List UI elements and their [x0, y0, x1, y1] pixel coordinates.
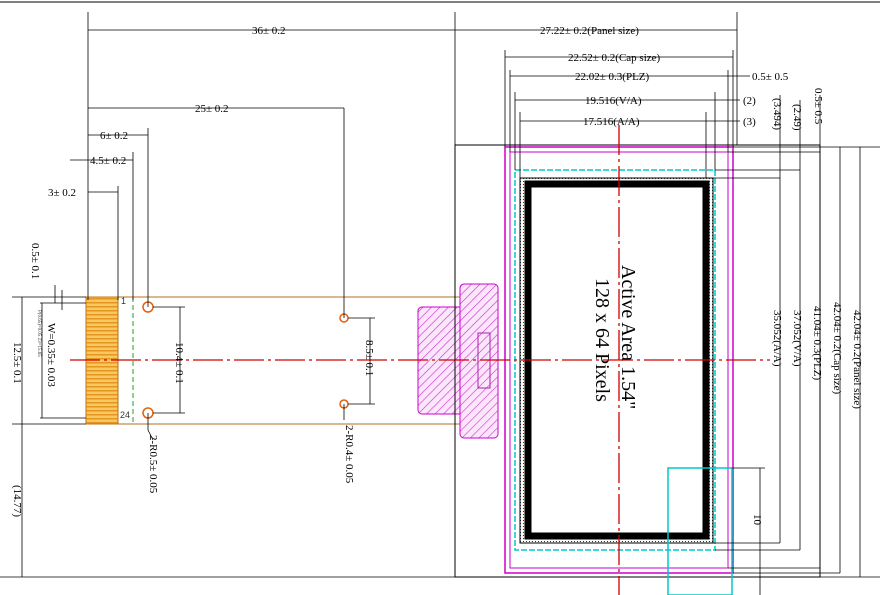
pin-first-label: 1 — [121, 296, 126, 306]
dim-cap-top: 0.5± 0.5 — [812, 88, 824, 125]
dim-tail-width: 12.5± 0.1 — [11, 342, 23, 384]
dim-cap-height: 42.04± 0.2(Cap size) — [831, 302, 843, 395]
dim-hole-6: 6± 0.2 — [100, 130, 128, 142]
dim-va-height: 37.052(V/A) — [791, 310, 803, 367]
dim-aa-note: (3) — [743, 116, 756, 128]
connector-hatch-right — [459, 283, 499, 439]
dim-bottom-10: 10 — [751, 514, 763, 526]
dim-edge-3: 3± 0.2 — [48, 187, 76, 199]
dim-bend-25: 25± 0.2 — [195, 103, 229, 115]
left-dimensions — [0, 285, 455, 578]
dim-tab-05: 0.5± 0.1 — [29, 243, 41, 279]
dim-pad-w: W=0.35± 0.03 — [45, 323, 57, 387]
dim-cap-width: 22.52± 0.2(Cap size) — [568, 52, 661, 64]
dim-panel-height: 42.04± 0.2(Panel size) — [851, 310, 863, 409]
display-module: Active Area 1.54" 128 x 64 Pixels — [454, 144, 821, 595]
dim-hole-spacing-a: 10.4± 0.1 — [173, 342, 185, 384]
dim-aa-width: 17.516(A/A) — [583, 116, 640, 128]
dim-va-width: 19.516(V/A) — [585, 95, 642, 107]
dim-hole-spacing-b: 8.5± 0.1 — [363, 340, 375, 376]
active-area-title: Active Area 1.54" — [617, 265, 639, 409]
top-dimensions — [70, 12, 750, 318]
dim-hole-r-a: 2-R0.5± 0.05 — [147, 435, 159, 494]
dim-plz-height: 41.04± 0.3(PLZ) — [811, 306, 823, 381]
dim-va-top: (3.494) — [771, 98, 783, 130]
dim-panel-width: 27.22± 0.2(Panel size) — [540, 25, 639, 37]
dim-aa-height: 35.052(A/A) — [771, 310, 783, 367]
dim-fpc-length: 36± 0.2 — [252, 25, 286, 37]
dim-plz-width: 22.02± 0.3(PLZ) — [575, 71, 650, 83]
dim-bottom-gap: (14.77) — [11, 485, 23, 517]
active-area-pixels: 128 x 64 Pixels — [591, 278, 613, 402]
pin-last-label: 24 — [120, 410, 130, 420]
right-dimensions — [706, 95, 880, 595]
dim-hole-r-b: 2-R0.4± 0.05 — [343, 425, 355, 484]
bonding-region — [417, 283, 499, 439]
pin1-marker-box — [667, 467, 733, 595]
dim-plz-offset: 0.5± 0.5 — [752, 71, 789, 83]
dim-hole-45: 4.5± 0.2 — [90, 155, 126, 167]
dim-pad-pitch: P(0.65)=0.05 23=15.65 — [36, 310, 41, 357]
dim-va-note: (2) — [743, 95, 756, 107]
dim-va-top2: (2.49) — [791, 104, 803, 131]
